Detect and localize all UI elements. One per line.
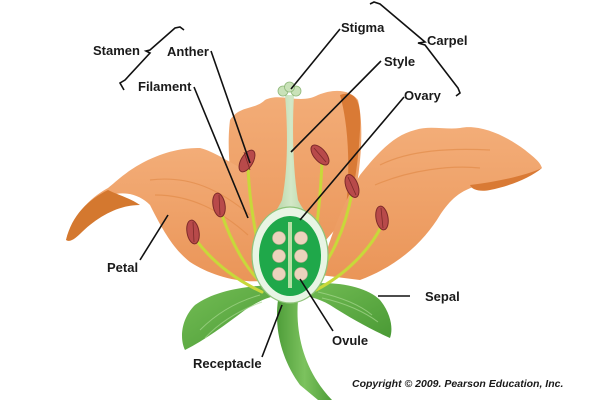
anther	[212, 192, 226, 218]
petal-left	[66, 148, 270, 282]
ovary-septum	[288, 222, 292, 288]
sepal-right	[295, 283, 392, 338]
anther	[186, 219, 200, 245]
petal-right-shade	[470, 168, 542, 191]
leader-stigma	[290, 28, 341, 90]
leader-style	[290, 60, 382, 153]
label-anther: Anther	[167, 44, 209, 59]
copyright-notice: Copyright © 2009. Pearson Education, Inc…	[352, 378, 564, 390]
leader-anther	[210, 50, 251, 164]
leader-receptacle	[261, 304, 283, 358]
label-style: Style	[384, 54, 416, 69]
leader-filament	[193, 86, 249, 219]
style	[262, 95, 320, 230]
sepal-veins	[199, 291, 379, 339]
label-ovule: Ovule	[332, 333, 369, 348]
sepal-left	[182, 285, 285, 350]
leader-ovule	[299, 278, 334, 332]
anther-grooves	[192, 147, 384, 243]
petal-left-fold	[66, 190, 140, 241]
label-sepal: Sepal	[425, 289, 460, 304]
leader-lines	[139, 28, 410, 358]
label-petal: Petal	[107, 260, 139, 275]
label-ovary: Ovary	[404, 88, 441, 103]
ovules	[272, 231, 308, 281]
stigma	[277, 81, 302, 97]
label-stamen: Stamen	[93, 43, 140, 58]
label-carpel: Carpel	[427, 33, 468, 48]
label-receptacle: Receptacle	[193, 356, 262, 371]
stamen-brace	[118, 26, 185, 91]
label-filament: Filament	[138, 79, 192, 94]
petal-veins	[149, 148, 491, 236]
stem	[276, 300, 332, 400]
label-stigma: Stigma	[341, 20, 385, 35]
petal-back-shade	[340, 93, 361, 215]
leader-petal	[139, 214, 169, 261]
petal-right	[320, 127, 542, 280]
leader-ovary	[299, 96, 405, 221]
carpel-brace	[369, 1, 461, 97]
